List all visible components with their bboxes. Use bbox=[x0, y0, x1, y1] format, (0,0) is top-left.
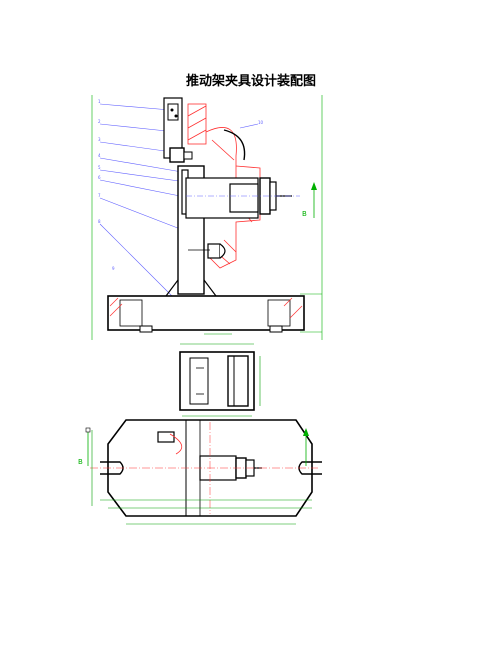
section-label-b-plan: B bbox=[78, 458, 83, 466]
svg-text:10: 10 bbox=[258, 120, 264, 125]
main-elevation-view: 1 2 3 4 5 6 7 8 9 10 bbox=[91, 95, 323, 340]
document-title: 推动架夹具设计装配图 bbox=[185, 74, 316, 89]
svg-text:3: 3 bbox=[98, 137, 101, 142]
svg-text:5: 5 bbox=[98, 165, 101, 170]
svg-text:7: 7 bbox=[98, 193, 101, 198]
svg-text:2: 2 bbox=[98, 119, 101, 124]
svg-text:9: 9 bbox=[112, 266, 115, 271]
plan-view: B bbox=[78, 419, 322, 525]
svg-text:4: 4 bbox=[98, 153, 101, 158]
svg-text:1: 1 bbox=[98, 99, 101, 104]
svg-text:6: 6 bbox=[98, 175, 101, 180]
svg-text:8: 8 bbox=[98, 219, 101, 224]
section-label-b: B bbox=[302, 210, 307, 218]
side-view bbox=[179, 333, 261, 417]
balloon-leaders bbox=[99, 103, 259, 301]
